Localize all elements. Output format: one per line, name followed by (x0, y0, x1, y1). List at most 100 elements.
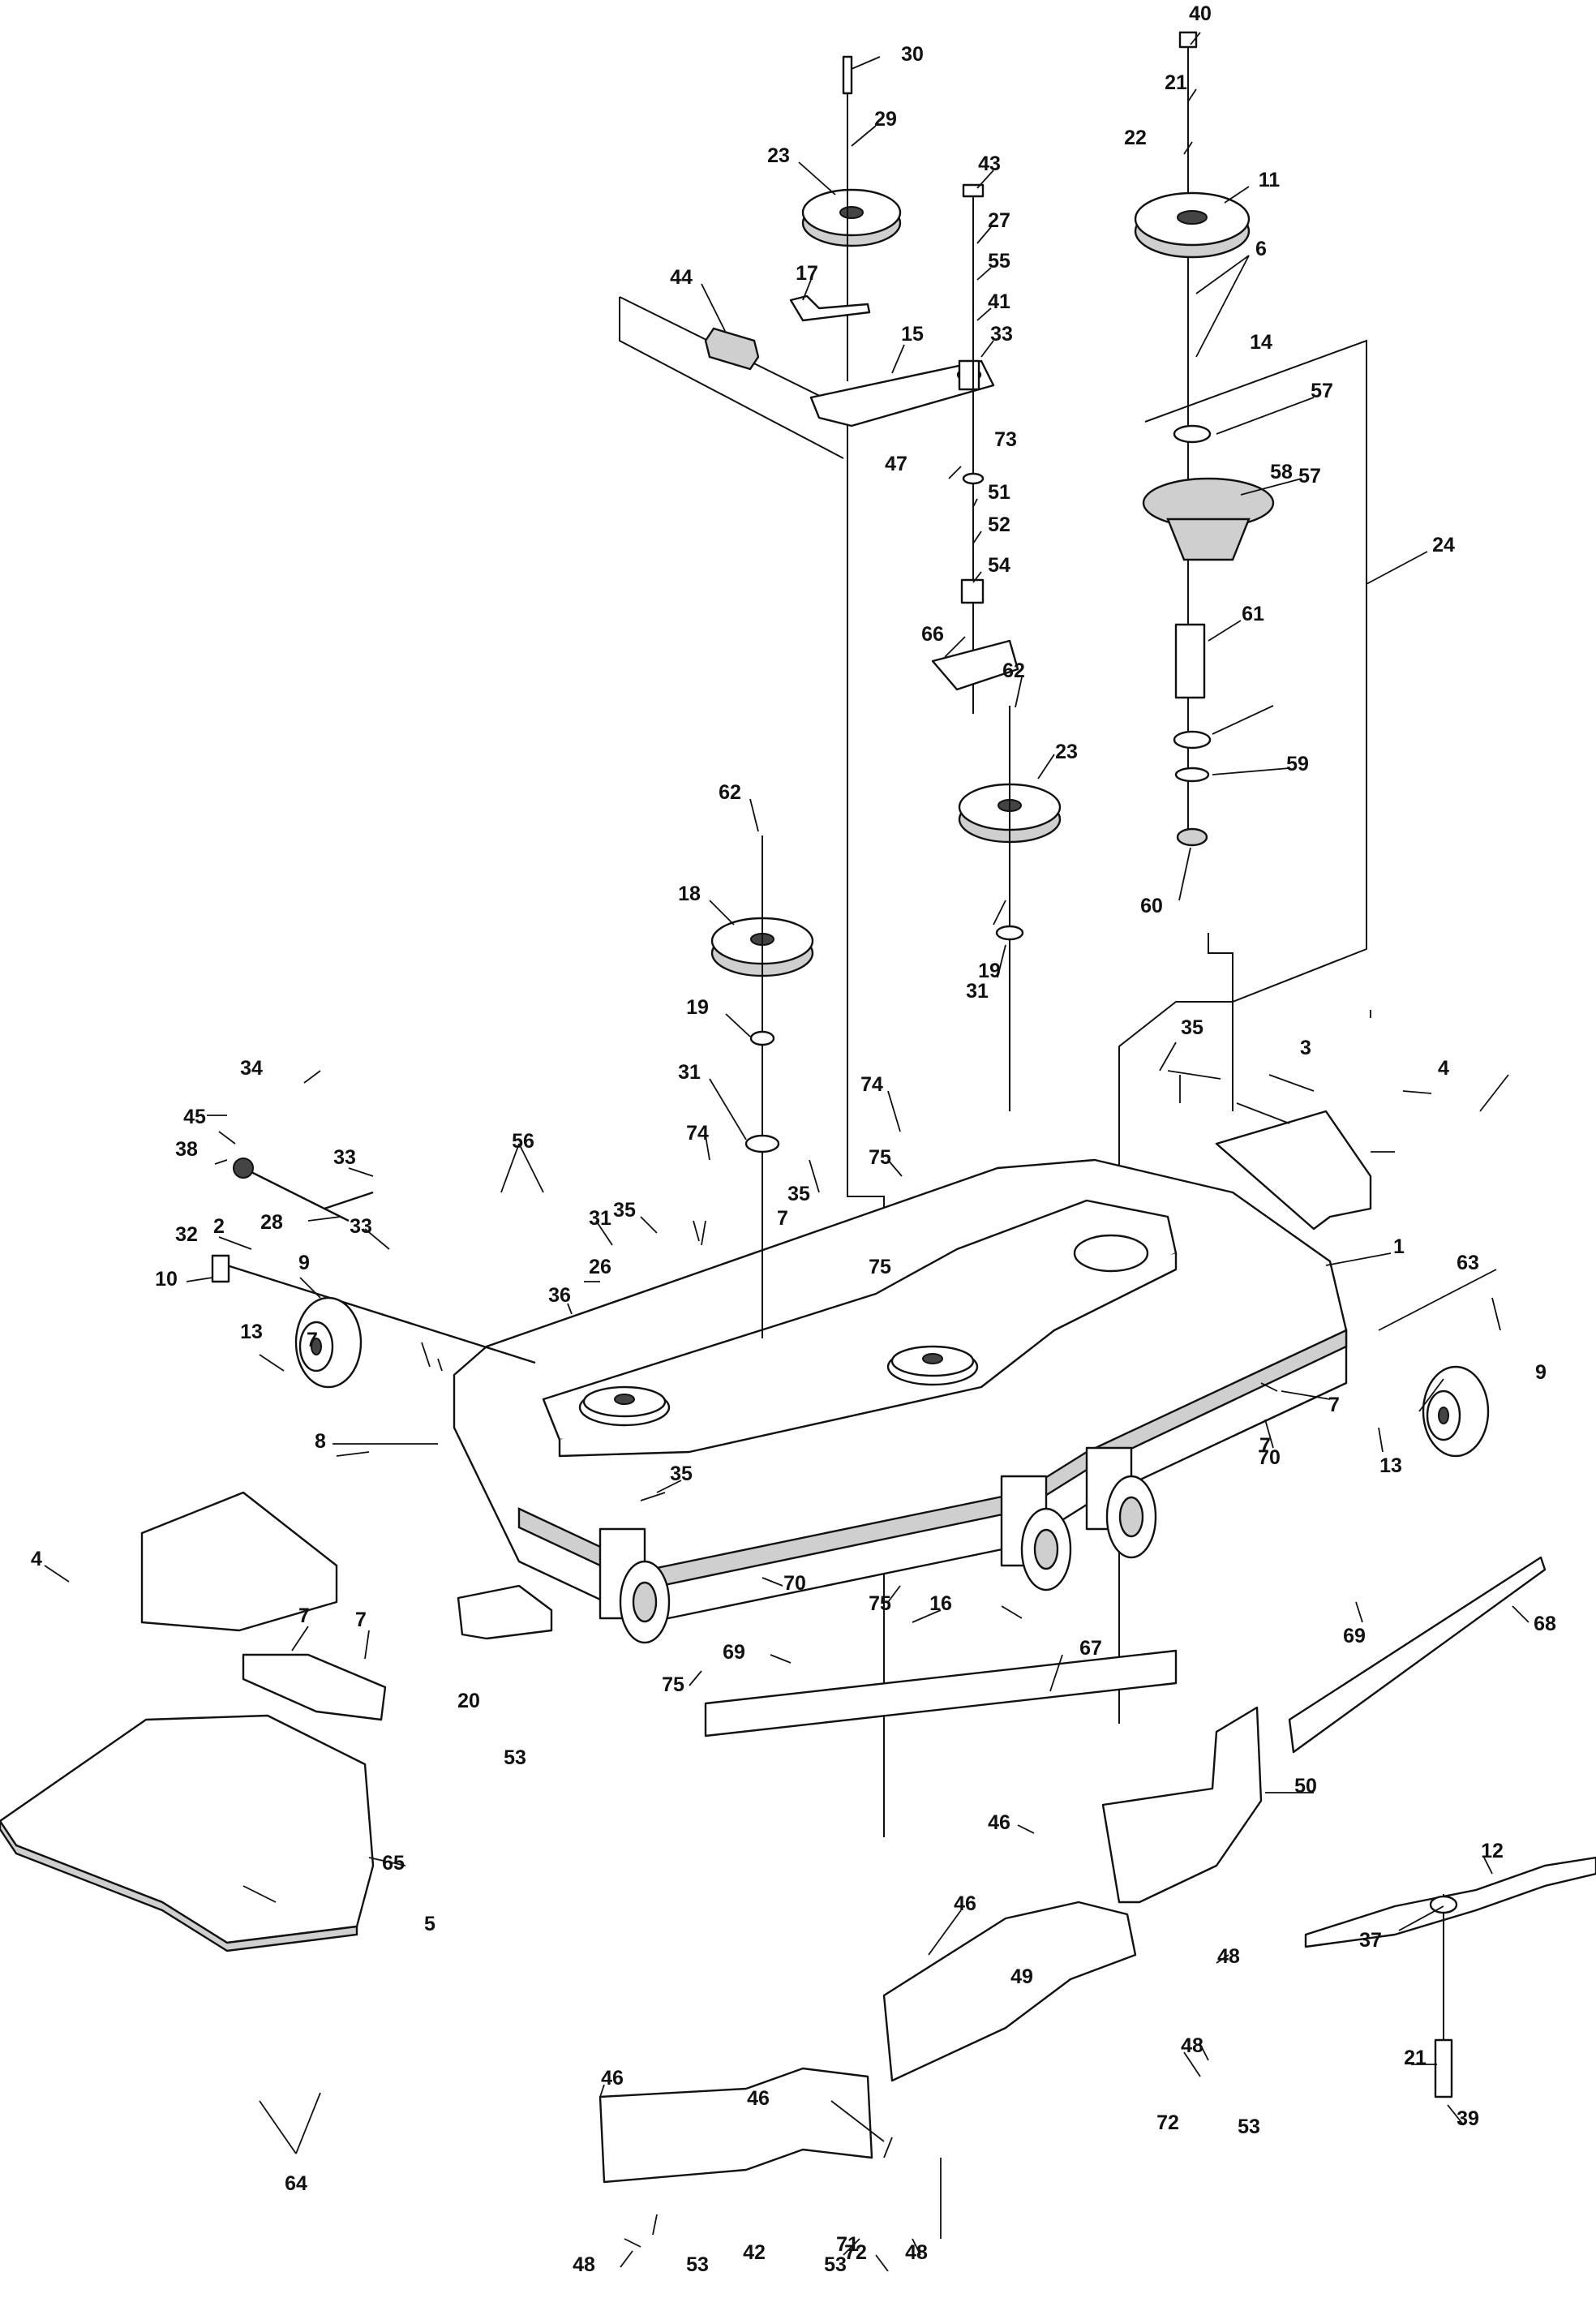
callout-label: 18 (678, 883, 701, 905)
callout-label: 27 (988, 209, 1010, 232)
callout-label: 16 (929, 1592, 952, 1615)
callout-label: 35 (1181, 1016, 1203, 1039)
callout-label: 5 (424, 1913, 435, 1935)
callout-label: 11 (1259, 169, 1281, 191)
callout-label: 15 (901, 323, 924, 346)
link-rod-32 (211, 1254, 536, 1364)
callout-label: 47 (885, 453, 907, 475)
callout-label: 58 (1270, 461, 1293, 483)
callout-label: 75 (869, 1256, 891, 1278)
callout-label: 7 (298, 1604, 310, 1627)
callout-label: 1 (1393, 1235, 1405, 1258)
belt-cover-3 (1215, 1110, 1372, 1231)
callout-label: 54 (988, 554, 1010, 577)
spindle-shaft-61 (1174, 623, 1206, 699)
callout-label: 59 (1286, 753, 1309, 775)
discharge-chute-5 (0, 1714, 375, 1952)
callout-label: 4 (31, 1548, 42, 1570)
callout-label: 49 (1010, 1965, 1033, 1988)
callout-label: 72 (844, 2241, 867, 2264)
callout-label: 40 (1189, 2, 1212, 25)
callout-label: 36 (548, 1284, 571, 1307)
callout-label: 48 (1217, 1945, 1240, 1968)
callout-label: 70 (783, 1572, 806, 1595)
callout-label: 33 (990, 323, 1013, 346)
rear-wheel-left (294, 1296, 363, 1389)
callout-label: 33 (333, 1146, 356, 1169)
seal-60 (1176, 827, 1208, 847)
rear-wheel-right (1422, 1365, 1490, 1458)
callout-label: 8 (315, 1430, 326, 1453)
callout-label: 69 (1343, 1625, 1366, 1647)
deck-caster-wheel-center (1000, 1475, 1072, 1591)
discharge-deflector-2 (140, 1491, 338, 1632)
callout-label: 69 (723, 1641, 745, 1664)
callout-label: 71 (836, 2233, 859, 2256)
callout-label: 33 (350, 1215, 372, 1238)
idler-arm (809, 359, 995, 427)
callout-label: 23 (767, 144, 790, 167)
callout-label: 7 (1328, 1394, 1340, 1416)
callout-label: 22 (1124, 127, 1147, 149)
callout-label: 48 (1181, 2034, 1203, 2057)
callout-label: 67 (1079, 1637, 1102, 1660)
callout-label: 10 (155, 1268, 178, 1291)
callout-label: 9 (1535, 1361, 1547, 1384)
callout-label: 14 (1250, 331, 1272, 354)
callout-label: 28 (260, 1211, 283, 1234)
callout-label: 72 (1156, 2111, 1179, 2134)
spindle-housing-58 (1142, 477, 1275, 561)
callout-label: 4 (1438, 1057, 1449, 1080)
idler-arm-plate-outline (1118, 339, 1367, 1724)
callout-label: 75 (869, 1146, 891, 1169)
bearing-57 (1173, 424, 1212, 444)
callout-label: 53 (1238, 2115, 1260, 2138)
callout-label: 46 (988, 1811, 1010, 1834)
deck-pulley-left (578, 1385, 671, 1427)
spindle-pulley-11 (1134, 191, 1251, 259)
snap-ring-59 (1174, 767, 1210, 783)
callout-label: 46 (601, 2067, 624, 2090)
callout-label: 42 (743, 2241, 766, 2264)
skirt-50 (1101, 1706, 1263, 1904)
washer-31 (995, 925, 1024, 941)
spacer-37 (1429, 1895, 1458, 1914)
callout-label: 37 (1359, 1929, 1382, 1952)
callout-label: 7 (1259, 1434, 1271, 1457)
washer-31b (744, 1134, 780, 1153)
callout-label: 43 (978, 152, 1001, 175)
skirt-42 (598, 2067, 873, 2184)
callout-label: 57 (1311, 380, 1333, 402)
callout-label: 23 (1055, 741, 1078, 763)
callout-label: 50 (1294, 1775, 1317, 1798)
belt-cover-channel (542, 1199, 1178, 1458)
callout-label: 46 (954, 1892, 976, 1915)
callout-label: 70 (1258, 1446, 1281, 1469)
callout-label: 6 (1255, 238, 1267, 260)
chute-bracket-65 (242, 1653, 387, 1721)
callout-label: 75 (662, 1673, 684, 1696)
callout-label: 9 (298, 1252, 310, 1274)
callout-label: 29 (874, 108, 897, 131)
extension-spring-44 (704, 327, 760, 371)
callout-label: 3 (1300, 1037, 1311, 1059)
callout-label: 31 (678, 1061, 701, 1084)
bolt-30 (842, 55, 853, 95)
callout-label: 35 (787, 1183, 810, 1205)
callout-label: 45 (183, 1106, 206, 1128)
callout-label: 56 (512, 1130, 534, 1153)
bushing-19 (749, 1030, 775, 1046)
baffle-67 (704, 1649, 1178, 1737)
callout-label: 7 (307, 1329, 318, 1351)
callout-label: 61 (1242, 603, 1264, 625)
callout-label: 51 (988, 481, 1010, 504)
callout-label: 17 (796, 262, 818, 285)
deck-caster-wheel-left (598, 1527, 671, 1644)
callout-label: 21 (1165, 71, 1187, 94)
bearing-57b (1173, 730, 1212, 750)
callout-label: 41 (988, 290, 1010, 313)
callout-label: 55 (988, 250, 1010, 273)
callout-label: 48 (573, 2253, 595, 2276)
